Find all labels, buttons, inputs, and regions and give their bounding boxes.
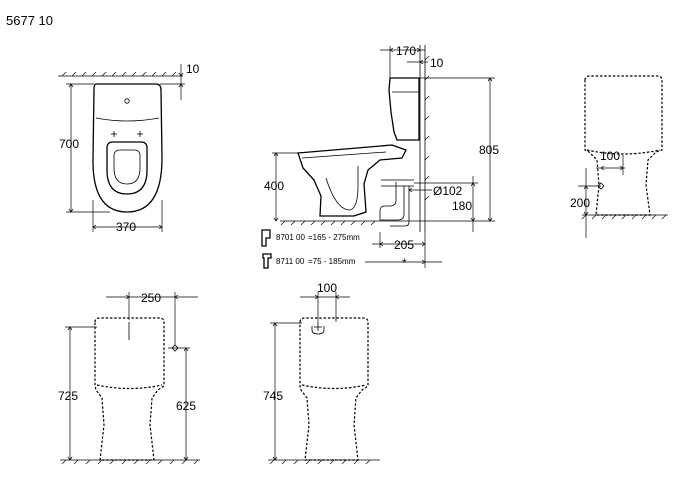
dim-diameter-102: Ø102	[433, 184, 463, 198]
dim-745: 745	[263, 389, 283, 403]
dim-205: 205	[394, 238, 414, 252]
front-a-inlet-marker-icon	[171, 344, 179, 352]
dim-725: 725	[58, 389, 78, 403]
product-number: 5677 10	[6, 13, 53, 28]
front-view-b: 100 745	[263, 281, 380, 465]
variant-8701-code: 8701 00	[276, 233, 305, 242]
back-view: 100 200	[570, 75, 668, 238]
variant-8711-code: 8711 00	[276, 257, 305, 266]
dim-width-370: 370	[116, 220, 136, 234]
dim-depth-700: 700	[59, 137, 79, 151]
dim-170: 170	[396, 44, 416, 58]
dim-200: 200	[570, 196, 590, 210]
top-view: 370 700 10	[58, 62, 200, 234]
side-view: 170 10 805 400 Ø102 180 205 *	[261, 44, 499, 270]
variant-8711-range: =75 - 185mm	[308, 257, 356, 266]
back-outlet-marker-icon	[597, 182, 605, 190]
dim-10-wall: 10	[430, 56, 444, 70]
dim-180: 180	[452, 199, 472, 213]
variant-8711-pipe-icon	[262, 253, 272, 269]
front-b-inlet-symbol-icon	[311, 322, 325, 335]
dim-625: 625	[176, 399, 196, 413]
dim-400: 400	[264, 179, 284, 193]
variant-8701-pipe-icon	[261, 229, 271, 247]
dim-805: 805	[479, 143, 499, 157]
dim-100-back: 100	[600, 149, 620, 163]
dim-250: 250	[141, 291, 161, 305]
front-view-a: 250 725 625	[58, 291, 200, 465]
variant-8701-range: =165 - 275mm	[308, 233, 360, 242]
dim-gap-10: 10	[186, 62, 200, 76]
dim-100-front: 100	[317, 281, 337, 295]
dim-asterisk: *	[402, 256, 407, 270]
